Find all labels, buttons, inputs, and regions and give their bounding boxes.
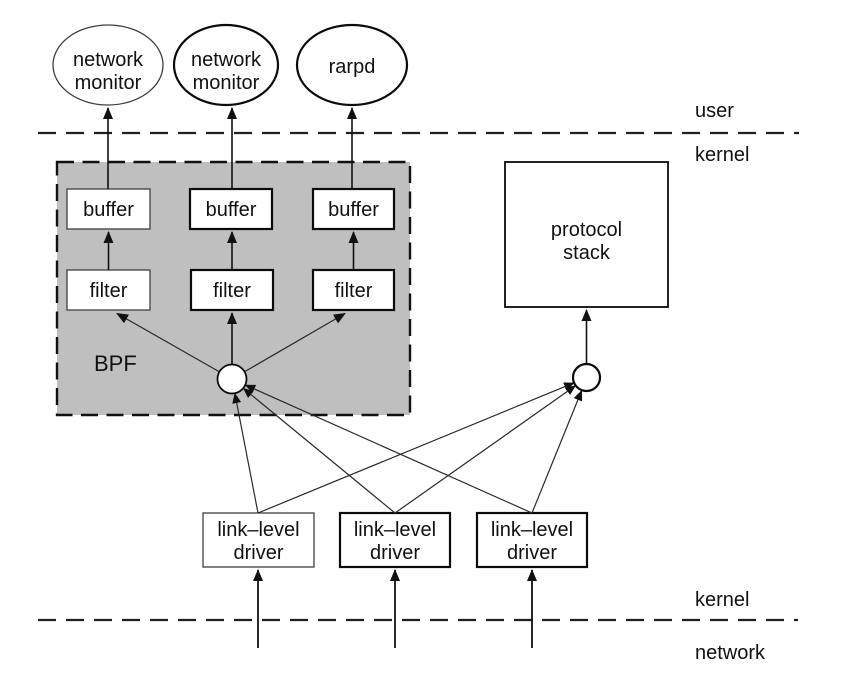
user-region-label: user	[695, 100, 734, 122]
process2-label-line1: network	[191, 49, 262, 71]
arrow-driver3-to-bpf-junction	[244, 384, 533, 514]
protocol-stack-box	[504, 161, 669, 308]
filter3-label: filter	[335, 280, 373, 302]
bpf-region-label: BPF	[94, 351, 137, 376]
driver3-label-line2: driver	[507, 542, 557, 564]
process2-label-line2: monitor	[193, 72, 260, 94]
process-ellipse-2	[172, 23, 280, 107]
kernel-region-label-bottom: kernel	[695, 589, 749, 611]
filter-box-2	[189, 268, 275, 312]
filter1-label: filter	[90, 280, 128, 302]
process1-label-line2: monitor	[75, 72, 142, 94]
arrow-driver1-to-stack-junction	[257, 382, 575, 514]
buffer-box-1	[66, 188, 151, 230]
process1-label-line1: network	[73, 49, 144, 71]
driver-box-3	[475, 511, 589, 569]
buffer-box-2	[188, 187, 274, 231]
arrow-driver1-to-bpf-junction	[232, 392, 259, 514]
arrow-junction-to-filter3	[231, 312, 346, 380]
driver1-label-line2: driver	[233, 542, 283, 564]
bpf-junction-circle	[216, 363, 248, 395]
arrow-driver3-to-stack-junction	[531, 390, 583, 514]
kernel-region-label-top: kernel	[695, 144, 749, 166]
buffer3-label: buffer	[328, 199, 379, 221]
protocol-stack-label-line1: protocol	[551, 219, 622, 241]
process3-label: rarpd	[329, 56, 376, 78]
filter-box-3	[311, 268, 396, 312]
filter2-label: filter	[213, 280, 251, 302]
arrow-driver2-to-bpf-junction	[242, 387, 396, 514]
process-ellipse-1	[52, 24, 164, 106]
driver2-label-line2: driver	[370, 542, 420, 564]
driver3-label-line1: link–level	[491, 519, 573, 541]
stack-junction-circle	[571, 362, 602, 393]
filter-box-1	[66, 269, 151, 311]
arrow-junction-to-filter1	[116, 312, 233, 380]
protocol-stack-label-line2: stack	[563, 242, 611, 264]
driver2-label-line1: link–level	[354, 519, 436, 541]
process-ellipse-3	[295, 23, 409, 107]
buffer-box-3	[311, 187, 396, 231]
driver-box-1	[202, 512, 315, 568]
driver-box-2	[338, 511, 452, 569]
driver1-label-line1: link–level	[217, 519, 299, 541]
network-region-label: network	[695, 642, 766, 664]
arrow-driver2-to-stack-junction	[394, 385, 577, 514]
buffer2-label: buffer	[206, 199, 257, 221]
buffer1-label: buffer	[83, 199, 134, 221]
